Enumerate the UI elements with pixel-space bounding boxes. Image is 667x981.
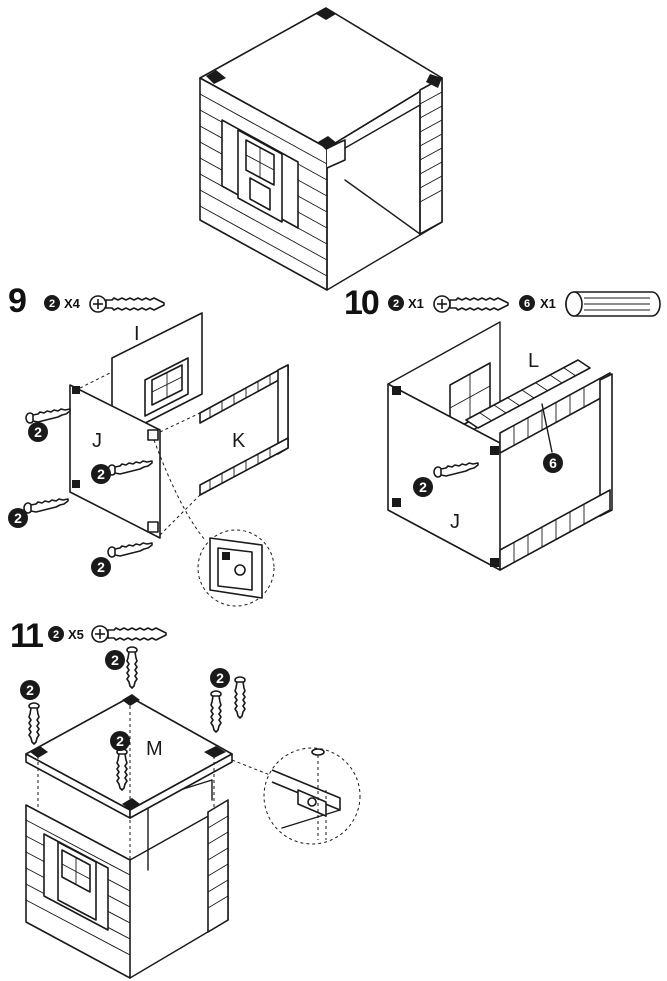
magnify-detail-icon — [263, 747, 361, 845]
dowel-icon — [565, 291, 661, 317]
step-number: 9 — [8, 282, 26, 320]
svg-text:2: 2 — [53, 629, 59, 641]
top-assembled-cube — [199, 7, 443, 291]
panel-label-j: J — [450, 511, 460, 533]
magnify-detail-icon — [197, 529, 275, 607]
step-number: 10 — [344, 284, 379, 322]
part-badge: 2 — [388, 295, 404, 311]
quantity: X1 — [408, 296, 424, 311]
quantity: X4 — [64, 296, 81, 311]
svg-text:6: 6 — [524, 298, 530, 310]
step-11: 11 2 X5 M — [10, 617, 361, 979]
screw-icon — [89, 295, 165, 313]
panel-label-k: K — [232, 430, 246, 452]
screw-icon — [91, 625, 167, 643]
quantity: X5 — [68, 627, 84, 642]
step-number: 11 — [10, 617, 43, 655]
panel-label-j: J — [92, 430, 102, 452]
dowel-badge: 6 — [543, 453, 563, 473]
panel-label-l: L — [528, 350, 539, 372]
part-badge-2: 6 — [519, 295, 535, 311]
part-badge: 2 — [44, 295, 60, 311]
panel-label-i: I — [134, 323, 140, 345]
quantity-2: X1 — [540, 296, 556, 311]
svg-text:2: 2 — [49, 298, 55, 310]
svg-text:2: 2 — [393, 298, 399, 310]
step-9: 9 2 X4 I J K — [8, 282, 289, 607]
screw-icon — [433, 295, 509, 313]
step-10: 10 2 X1 6 X1 J — [344, 284, 661, 571]
svg-text:6: 6 — [549, 455, 557, 471]
part-badge: 2 — [48, 626, 64, 642]
panel-label-m: M — [146, 738, 163, 760]
